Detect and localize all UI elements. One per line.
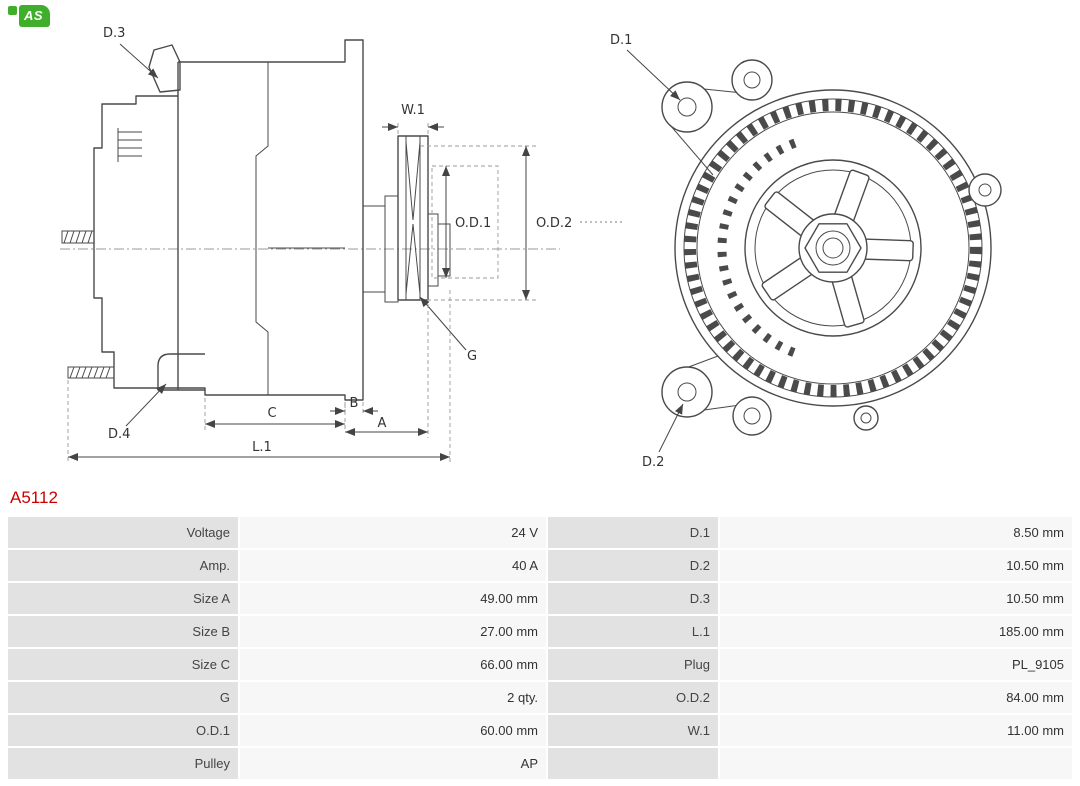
spec-value-d3: 10.50 mm [720,583,1072,614]
spec-label-l1: L.1 [548,616,718,647]
technical-drawing-area: W.1 O.D.1 O.D.2 G D.3 D.4 C [8,5,1002,470]
spec-label-plug: Plug [548,649,718,680]
spec-value-od2: 84.00 mm [720,682,1072,713]
spec-table: Voltage 24 V D.1 8.50 mm Amp. 40 A D.2 1… [8,517,1072,779]
spec-value-g: 2 qty. [240,682,546,713]
spec-value-plug: PL_9105 [720,649,1072,680]
spec-value-pulley: AP [240,748,546,779]
spec-label-d3: D.3 [548,583,718,614]
as-logo-text: AS [19,5,51,27]
dim-label-c: C [267,406,276,421]
alternator-technical-drawing: W.1 O.D.1 O.D.2 G D.3 D.4 C [60,26,1002,470]
spec-label-w1: W.1 [548,715,718,746]
spec-label-amp: Amp. [8,550,238,581]
as-logo-mark-icon [8,6,17,15]
spec-value-empty [720,748,1072,779]
dim-label-l1: L.1 [252,440,272,455]
spec-label-size-b: Size B [8,616,238,647]
spec-value-od1: 60.00 mm [240,715,546,746]
spec-label-voltage: Voltage [8,517,238,548]
dim-label-b: B [350,396,359,411]
dim-label-od2: O.D.2 [536,216,572,231]
spec-value-d2: 10.50 mm [720,550,1072,581]
spec-value-l1: 185.00 mm [720,616,1072,647]
side-view-drawing: W.1 O.D.1 O.D.2 G D.3 D.4 C [60,26,625,462]
dim-label-w1: W.1 [401,103,425,118]
spec-value-w1: 11.00 mm [720,715,1072,746]
dim-label-d2: D.2 [642,455,664,470]
dim-label-a: A [378,416,387,431]
spec-label-d2: D.2 [548,550,718,581]
spec-label-od2: O.D.2 [548,682,718,713]
front-view-drawing: D.1 D.2 [610,33,1002,470]
dim-label-od1: O.D.1 [455,216,491,231]
dim-label-d3: D.3 [103,26,125,41]
spec-label-pulley: Pulley [8,748,238,779]
dim-label-d1: D.1 [610,33,632,48]
spec-value-d1: 8.50 mm [720,517,1072,548]
part-number: A5112 [10,488,58,507]
spec-value-size-b: 27.00 mm [240,616,546,647]
spec-label-size-a: Size A [8,583,238,614]
dim-label-d4: D.4 [108,427,130,442]
spec-label-g: G [8,682,238,713]
spec-label-od1: O.D.1 [8,715,238,746]
spec-label-empty [548,748,718,779]
spec-value-size-a: 49.00 mm [240,583,546,614]
spec-label-size-c: Size C [8,649,238,680]
as-pl-logo[interactable]: AS [8,5,51,27]
dim-label-g: G [467,349,477,364]
spec-value-voltage: 24 V [240,517,546,548]
spec-value-size-c: 66.00 mm [240,649,546,680]
spec-label-d1: D.1 [548,517,718,548]
spec-value-amp: 40 A [240,550,546,581]
